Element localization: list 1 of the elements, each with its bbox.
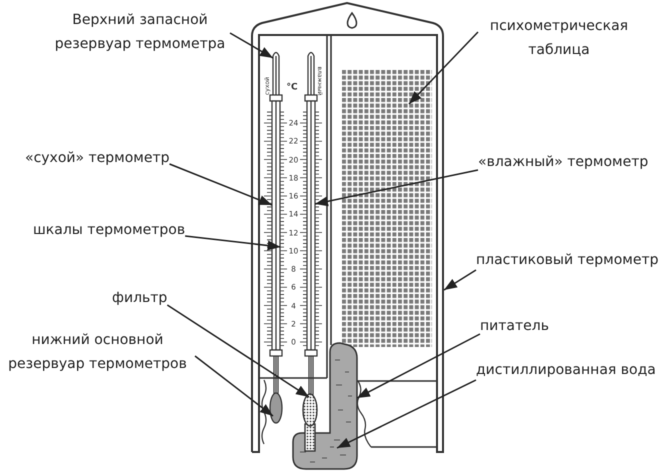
unit-label: °C [286,84,298,92]
